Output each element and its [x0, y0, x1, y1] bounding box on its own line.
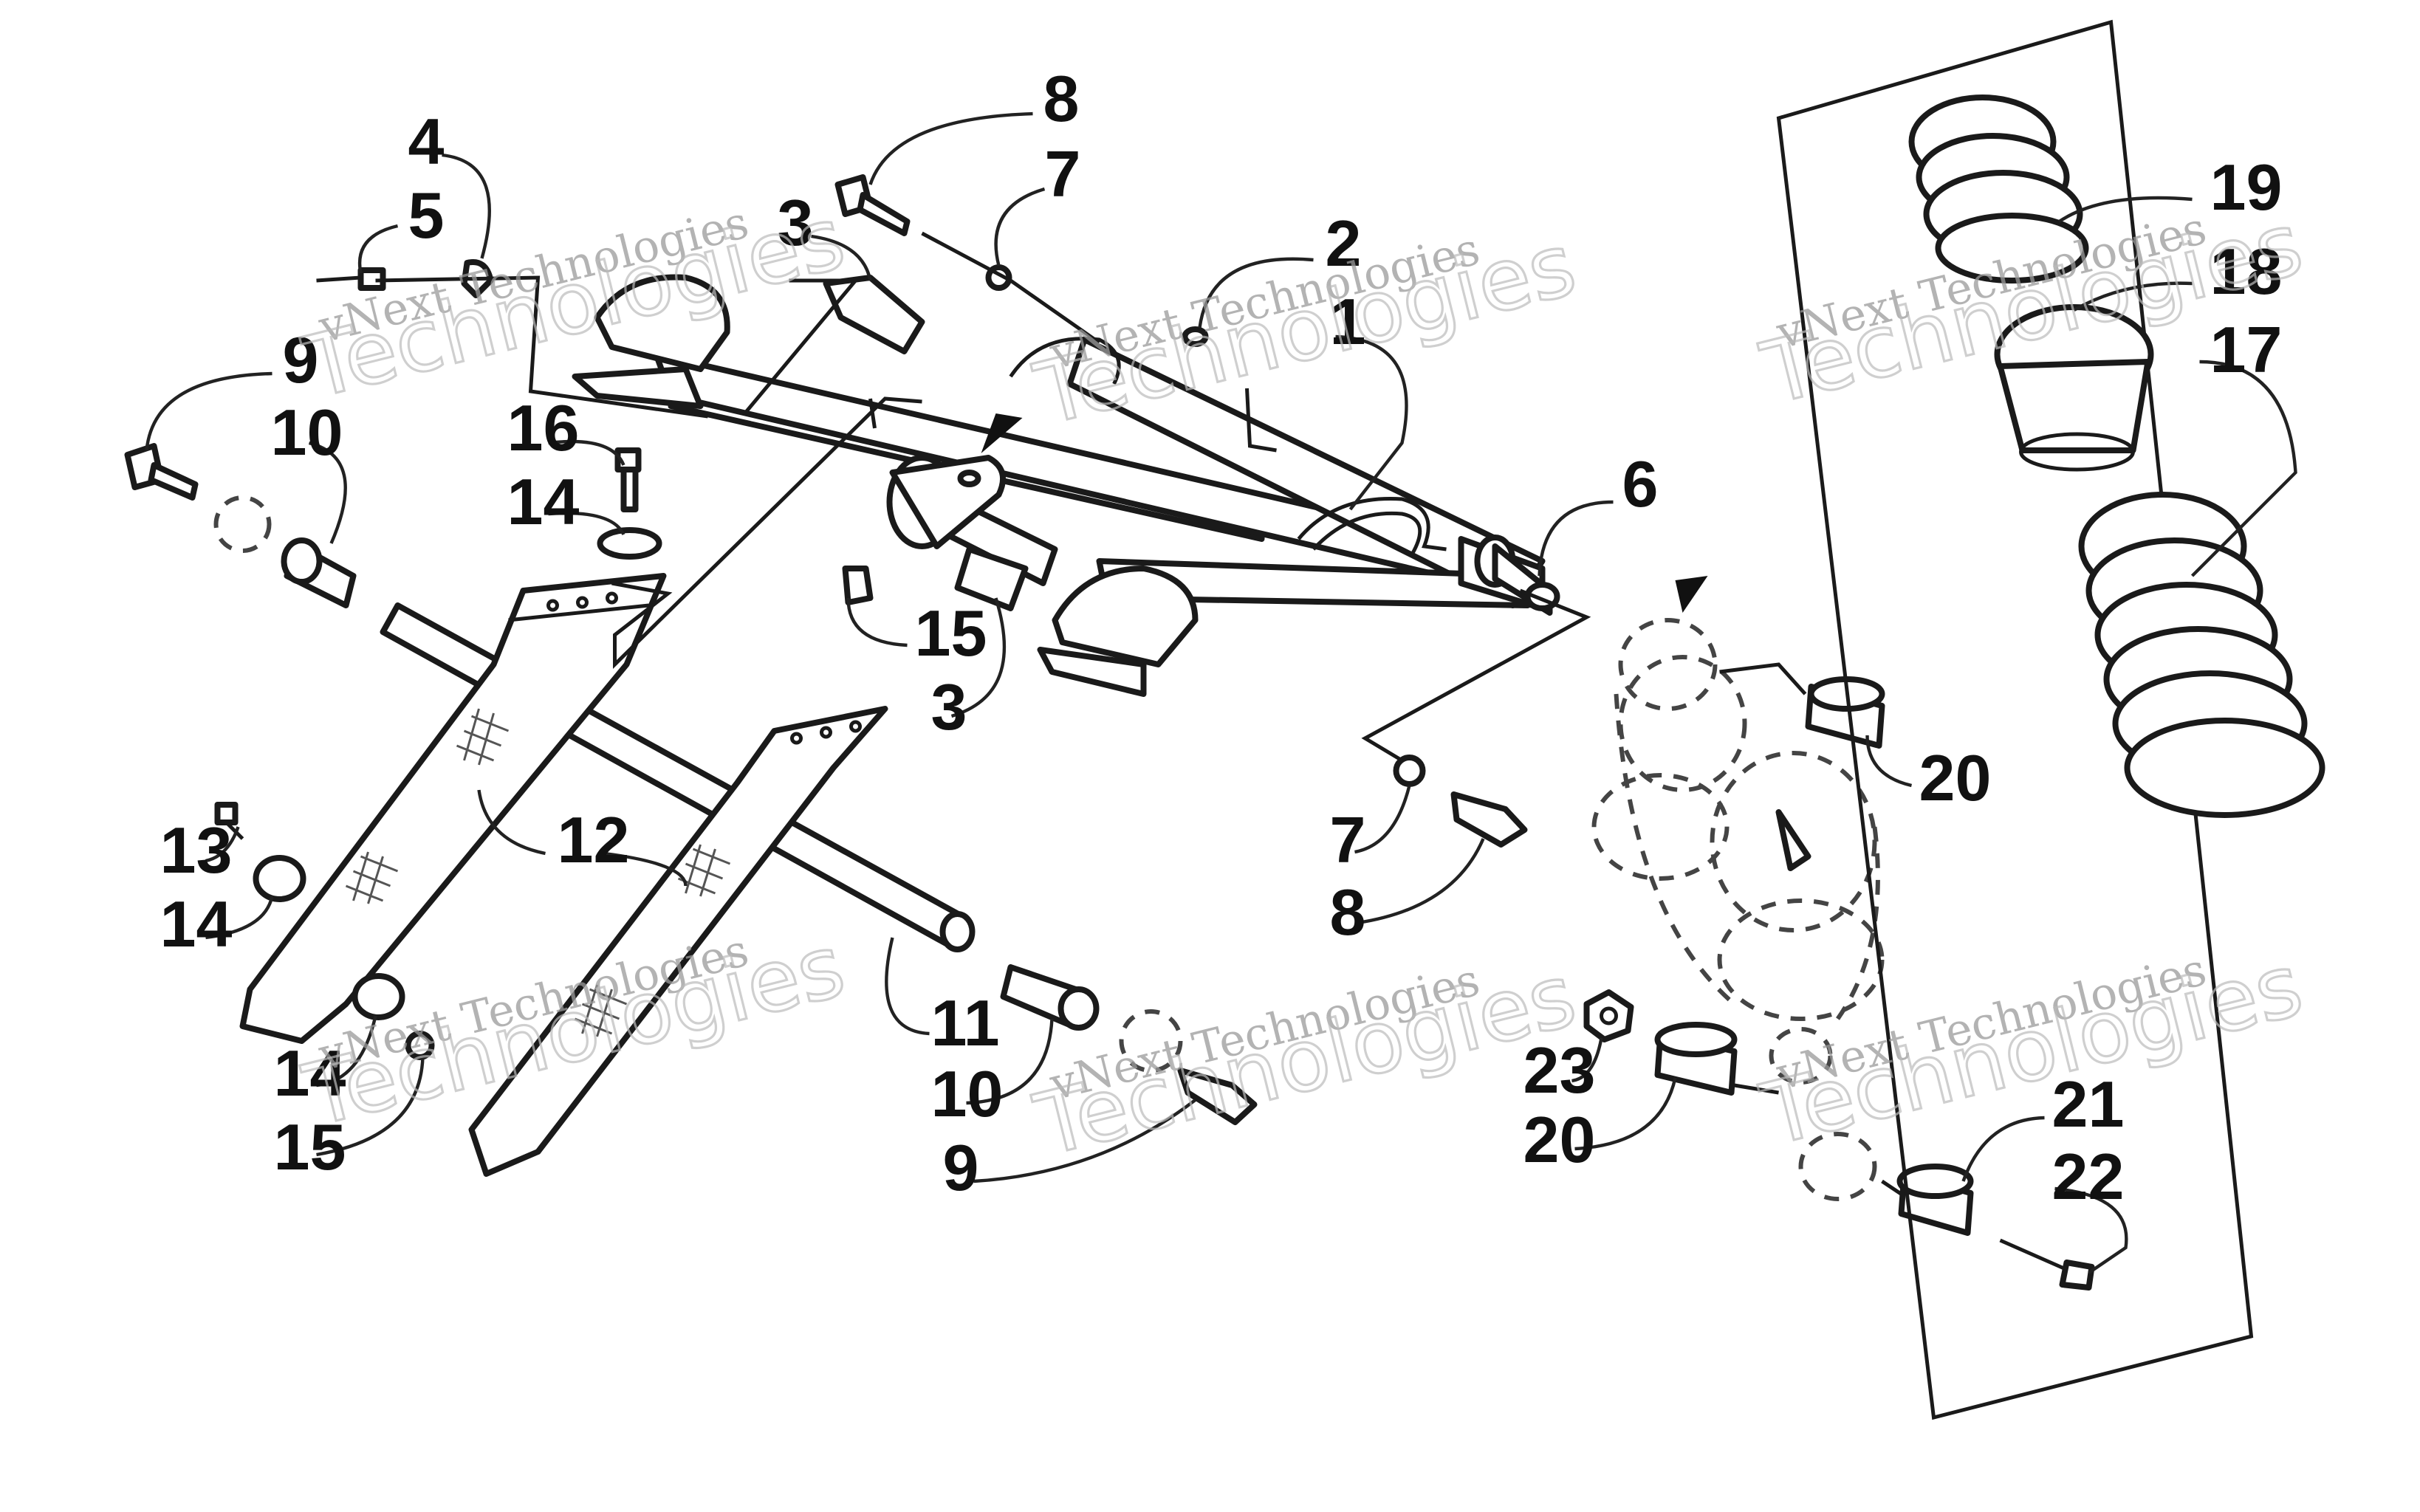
callout-14-upper: 14 — [507, 465, 580, 538]
watermark-bottom-center: vNext Technologies Technologies — [1025, 944, 1586, 1177]
callout-8-upper: 8 — [1043, 62, 1080, 135]
callout-20-lower: 20 — [1523, 1103, 1596, 1176]
callout-10-lower: 10 — [931, 1057, 1004, 1130]
callout-23: 23 — [1523, 1034, 1596, 1107]
callout-20-upper: 20 — [1919, 741, 1992, 814]
svg-text:Technologies: Technologies — [1026, 946, 1585, 1176]
watermark-bottom-right: vNext Technologies Technologies — [1752, 934, 2313, 1166]
svg-text:Technologies: Technologies — [1026, 215, 1585, 445]
callout-7-lower: 7 — [1330, 803, 1366, 876]
callout-16: 16 — [507, 391, 580, 464]
callout-4: 4 — [408, 105, 445, 178]
callout-9-lower: 9 — [943, 1131, 979, 1204]
leader-lines — [145, 111, 2297, 1274]
callout-14-left: 14 — [160, 887, 233, 961]
callout-7-upper: 7 — [1045, 137, 1081, 210]
callout-8-lower: 8 — [1330, 876, 1366, 949]
callout-11: 11 — [931, 986, 1000, 1059]
callout-17: 17 — [2210, 313, 2283, 386]
callout-5: 5 — [408, 179, 445, 252]
callout-18: 18 — [2210, 235, 2283, 308]
callout-21: 21 — [2052, 1068, 2125, 1141]
callout-9-left: 9 — [283, 323, 319, 396]
callout-19: 19 — [2210, 151, 2283, 224]
callout-1: 1 — [1330, 285, 1366, 358]
callout-22: 22 — [2052, 1140, 2125, 1213]
callout-12: 12 — [558, 803, 630, 876]
callout-2: 2 — [1326, 207, 1362, 280]
callout-13: 13 — [160, 814, 233, 887]
shock-absorber — [1393, 618, 2095, 1291]
callout-3-lower: 3 — [931, 670, 967, 743]
callout-15-upper: 15 — [915, 597, 987, 670]
callout-15-lower: 15 — [274, 1110, 346, 1183]
callout-6: 6 — [1622, 447, 1659, 520]
callout-3-upper: 3 — [778, 186, 814, 259]
axle-and-arms — [214, 573, 1258, 1177]
callout-14-lower: 14 — [274, 1037, 346, 1110]
spring-set — [1776, 19, 2325, 1420]
callout-10-left: 10 — [271, 396, 343, 469]
callout-labels: 1 2 3 3 4 5 6 7 7 8 8 9 9 10 10 11 12 13… — [160, 62, 2283, 1213]
watermark-top-center: vNext Technologies Technologies — [1025, 213, 1586, 446]
